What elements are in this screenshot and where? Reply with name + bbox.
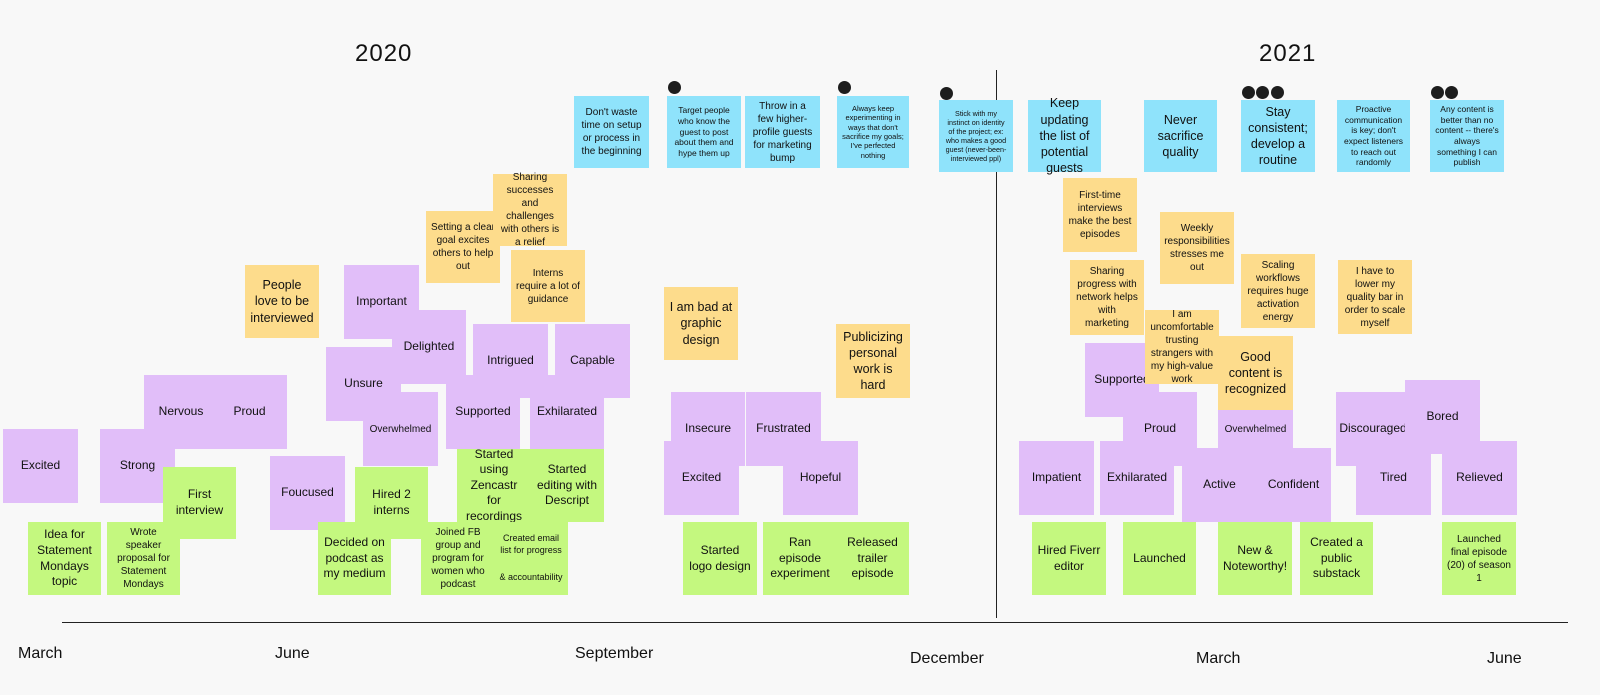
month-label-december: December bbox=[910, 650, 984, 667]
lesson-note: Never sacrifice quality bbox=[1144, 100, 1217, 172]
thought-note: Sharing progress with network helps with… bbox=[1070, 260, 1144, 335]
event-note: Launched bbox=[1123, 522, 1196, 595]
feeling-note: Exhilarated bbox=[530, 375, 604, 449]
thought-note: Setting a clear goal excites others to h… bbox=[426, 211, 500, 283]
thought-note: First-time interviews make the best epis… bbox=[1063, 178, 1137, 252]
vote-dot bbox=[1445, 86, 1458, 99]
thought-note: Interns require a lot of guidance bbox=[511, 250, 585, 322]
event-note: Idea for Statement Mondays topic bbox=[28, 522, 101, 595]
feeling-note: Excited bbox=[3, 429, 78, 503]
year-divider bbox=[996, 70, 997, 618]
timeline-axis bbox=[62, 622, 1568, 623]
feeling-note: Exhilarated bbox=[1100, 441, 1174, 515]
lesson-note: Stay consistent; develop a routine bbox=[1241, 100, 1315, 172]
feeling-note: Excited bbox=[664, 441, 739, 515]
feeling-note: Confident bbox=[1256, 448, 1331, 522]
lesson-note: Stick with my instinct on identity of th… bbox=[939, 100, 1013, 172]
thought-note: I am uncomfortable trusting strangers wi… bbox=[1145, 309, 1219, 385]
event-note: Joined FB group and program for women wh… bbox=[421, 522, 495, 595]
vote-dot bbox=[1271, 86, 1284, 99]
event-note: Decided on podcast as my medium bbox=[318, 522, 391, 595]
lesson-note: Keep updating the list of potential gues… bbox=[1028, 96, 1101, 175]
feeling-note: Foucused bbox=[270, 456, 345, 530]
event-note: Created email list for progress& account… bbox=[494, 522, 568, 595]
month-label-september: September bbox=[575, 645, 654, 662]
vote-dot bbox=[668, 81, 681, 94]
event-note: Wrote speaker proposal for Statement Mon… bbox=[107, 522, 180, 595]
feeling-note: Strong bbox=[100, 429, 175, 503]
feeling-note: Supported bbox=[446, 375, 520, 449]
thought-note: I have to lower my quality bar in order … bbox=[1338, 260, 1412, 334]
feeling-note: Overwhelmed bbox=[363, 392, 438, 466]
event-note: Started using Zencastr for recordings bbox=[457, 447, 531, 523]
event-note: Ran episode experiment bbox=[763, 522, 837, 595]
event-note: New & Noteworthy! bbox=[1218, 522, 1292, 595]
event-note: Launched final episode (20) of season 1 bbox=[1442, 522, 1516, 595]
thought-note: People love to be interviewed bbox=[245, 265, 319, 338]
feeling-note: Delighted bbox=[392, 310, 466, 384]
lesson-note: Always keep experimenting in ways that d… bbox=[837, 96, 909, 168]
thought-note: I am bad at graphic design bbox=[664, 287, 738, 360]
thought-note: Good content is recognized bbox=[1218, 336, 1293, 410]
month-label-june-2021: June bbox=[1487, 650, 1522, 667]
vote-dot bbox=[1256, 86, 1269, 99]
lesson-note: Throw in a few higher-profile guests for… bbox=[745, 96, 820, 168]
feeling-note: Proud bbox=[212, 375, 287, 449]
lesson-note: Target people who know the guest to post… bbox=[667, 96, 741, 168]
vote-dot bbox=[940, 87, 953, 100]
vote-dot bbox=[1242, 86, 1255, 99]
lesson-note: Don't waste time on setup or process in … bbox=[574, 96, 649, 168]
feeling-note: Relieved bbox=[1442, 441, 1517, 515]
thought-note: Publicizing personal work is hard bbox=[836, 324, 910, 398]
month-label-march-2021: March bbox=[1196, 650, 1241, 667]
lesson-note: Any content is better than no content --… bbox=[1430, 100, 1504, 172]
lesson-note: Proactive communication is key; don't ex… bbox=[1337, 100, 1410, 172]
event-note: Created a public substack bbox=[1300, 522, 1373, 595]
event-note: Started logo design bbox=[683, 522, 757, 595]
feeling-note: Impatient bbox=[1019, 441, 1094, 515]
feeling-note: Hopeful bbox=[783, 441, 858, 515]
thought-note: Sharing successes and challenges with ot… bbox=[493, 172, 567, 248]
month-label-june-2020: June bbox=[275, 645, 310, 662]
feeling-note: Tired bbox=[1356, 441, 1431, 515]
event-note: Started editing with Descript bbox=[530, 449, 604, 522]
year-2021-label: 2021 bbox=[1259, 40, 1317, 67]
vote-dot bbox=[1431, 86, 1444, 99]
thought-note: Weekly responsibilities stresses me out bbox=[1160, 212, 1234, 284]
month-label-march-2020: March bbox=[18, 645, 63, 662]
year-2020-label: 2020 bbox=[355, 40, 413, 67]
vote-dot bbox=[838, 81, 851, 94]
event-note: Released trailer episode bbox=[836, 522, 909, 595]
event-note: Hired Fiverr editor bbox=[1032, 522, 1106, 595]
thought-note: Scaling workflows requires huge activati… bbox=[1241, 254, 1315, 328]
feeling-note: Active bbox=[1182, 448, 1257, 522]
